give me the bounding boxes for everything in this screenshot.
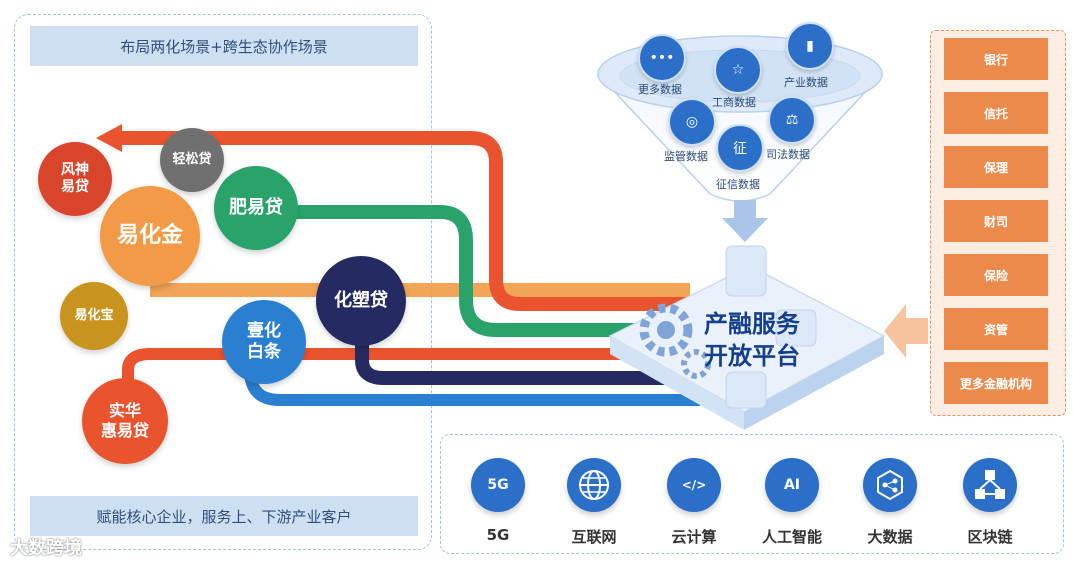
product-yihua-baitiao: 壹化 白条	[222, 300, 306, 384]
platform-title-line2: 开放平台	[704, 342, 800, 371]
down-arrow-icon	[722, 200, 768, 242]
tech-label-internet: 互联网	[571, 528, 617, 546]
tech-blockchain: 区块链	[960, 458, 1020, 547]
tech-label-blockchain: 区块链	[967, 528, 1013, 546]
globe-icon	[567, 458, 621, 512]
5g-icon: 5G	[471, 458, 525, 512]
flow-red-arrowhead	[96, 124, 122, 152]
more-data-icon: •••	[638, 34, 686, 82]
product-shihua: 实华 惠易贷	[82, 378, 168, 464]
supervision-data-icon: ◎	[668, 98, 716, 146]
product-yihuajin: 易化金	[100, 186, 200, 286]
institution-more: 更多金融机构	[944, 362, 1048, 404]
judicial-data-icon: ⚖	[768, 96, 816, 144]
left-arrow-icon	[884, 304, 928, 358]
tech-internet: 互联网	[564, 458, 624, 547]
platform-title-line1: 产融服务	[704, 310, 800, 338]
business-data-icon: ☆	[714, 46, 762, 94]
scenario-panel	[14, 14, 432, 550]
data-label-more: 更多数据	[638, 83, 682, 96]
tech-big-data: 大数据	[860, 458, 920, 547]
platform-block	[608, 245, 886, 430]
credit-data-icon: 征	[716, 124, 764, 172]
data-label-business: 工商数据	[712, 96, 756, 109]
tech-label-5g: 5G	[486, 526, 510, 544]
cloud-icon: </>	[667, 458, 721, 512]
tech-label-cloud: 云计算	[671, 528, 717, 546]
tech-label-big-data: 大数据	[867, 528, 913, 546]
institution-finance-company: 财司	[944, 200, 1048, 242]
technology-panel	[440, 434, 1064, 554]
product-huasudai: 化塑贷	[316, 256, 406, 346]
product-yihuabao: 易化宝	[60, 282, 128, 350]
product-feiyidai: 肥易贷	[214, 166, 298, 250]
bottom-banner: 赋能核心企业，服务上、下游产业客户	[30, 496, 418, 536]
flow-red-low	[122, 348, 690, 400]
institution-trust: 信托	[944, 92, 1048, 134]
flow-red-top	[120, 131, 690, 311]
institution-asset-management: 资管	[944, 308, 1048, 350]
data-label-supervision: 监管数据	[664, 150, 708, 163]
tech-cloud: </> 云计算	[664, 458, 724, 547]
blockchain-icon	[963, 458, 1017, 512]
industry-data-icon: ▮	[786, 22, 834, 70]
tech-label-ai: 人工智能	[762, 528, 823, 546]
product-fengshen: 风神 易贷	[38, 142, 112, 216]
flow-green	[270, 205, 690, 337]
institution-bank: 银行	[944, 38, 1048, 80]
ai-icon: AI	[765, 458, 819, 512]
top-banner: 布局两化场景+跨生态协作场景	[30, 26, 418, 66]
institution-insurance: 保险	[944, 254, 1048, 296]
platform-title: 产融服务 开放平台	[704, 308, 800, 373]
data-label-judicial: 司法数据	[766, 148, 810, 161]
tech-5g: 5G 5G	[468, 458, 528, 544]
big-data-icon	[863, 458, 917, 512]
institution-factoring: 保理	[944, 146, 1048, 188]
data-label-industry: 产业数据	[784, 76, 828, 89]
tech-ai: AI 人工智能	[762, 458, 822, 547]
product-qingsong: 轻松贷	[160, 128, 224, 192]
watermark: 大数跨境	[10, 538, 82, 559]
data-label-credit: 征信数据	[716, 178, 760, 191]
flow-navy	[355, 330, 690, 385]
